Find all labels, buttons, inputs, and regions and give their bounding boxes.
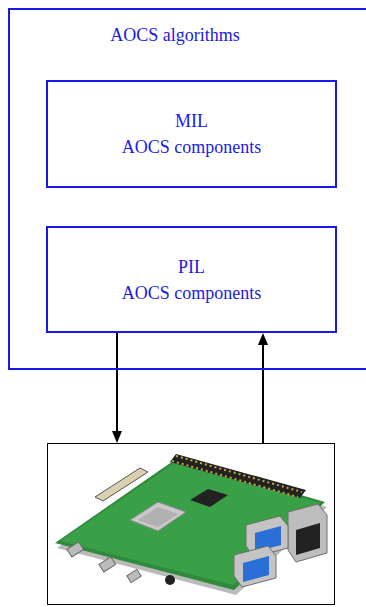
box-label: AOCS components [122, 280, 262, 306]
component-box: PILAOCS components [46, 226, 337, 333]
component-box: MILAOCS components [46, 80, 337, 188]
arrow-connector [258, 333, 268, 443]
box-label: AOCS components [122, 134, 262, 160]
arrow-connector [112, 333, 122, 443]
connector [95, 468, 148, 501]
box-label: MIL [175, 108, 208, 134]
chip [190, 489, 228, 507]
cpu [130, 502, 186, 531]
group-title: AOCS algorithms [10, 22, 340, 48]
side-ports [67, 542, 175, 585]
box-label: PIL [178, 254, 205, 280]
cpu-top [138, 507, 178, 527]
group-box: AOCS algorithmsMILAOCS componentsPILAOCS… [8, 8, 366, 370]
board [55, 459, 325, 590]
hardware-box [47, 443, 335, 605]
board-top [60, 462, 320, 585]
gpio-header [170, 454, 306, 498]
ethernet-port [288, 504, 327, 562]
usb-ports [234, 516, 288, 587]
